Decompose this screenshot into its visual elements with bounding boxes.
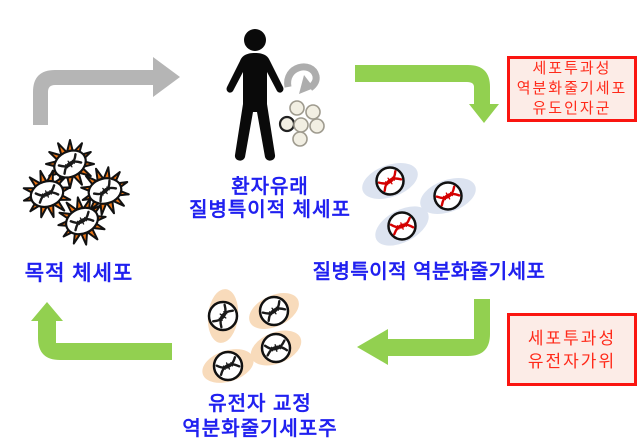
target-somatic-cells (16, 139, 134, 253)
patient-label: 환자유래 질병특이적 체세포 (168, 176, 372, 222)
ipsc-label-text: 질병특이적 역분화줄기세포 (312, 261, 546, 283)
gene-scissors-line1: 세포투과성 (527, 328, 617, 348)
ipsc-cells (362, 162, 476, 246)
target-cells-label: 목적 체세포 (3, 253, 155, 291)
person-icon (226, 29, 284, 161)
burst-cell-cores (29, 149, 123, 236)
corrected-cell-bodies (202, 289, 302, 383)
reprogramming-factors-line3: 유도인자군 (532, 100, 612, 117)
biopsy-arrow-icon (284, 63, 320, 94)
somatic-to-patient-arrow (33, 57, 180, 125)
reprogramming-factors-callout: 세포투과성 역분화줄기세포 유도인자군 (507, 56, 637, 122)
reprogramming-factors-line2: 역분화줄기세포 (516, 80, 628, 97)
patient-label-line1: 환자유래 (231, 176, 309, 198)
patient-to-ipsc-arrow (355, 65, 499, 123)
corrected-ipsc-cells (202, 289, 302, 383)
ipsc-to-corrected-arrow (357, 299, 490, 365)
gene-scissors-line2: 유전자가위 (527, 351, 617, 371)
corrected-to-target-arrow (31, 302, 172, 360)
corrected-cells-label-line1: 유전자 교정 (208, 393, 312, 415)
gene-scissors-callout: 세포투과성 유전자가위 (507, 313, 637, 386)
corrected-cells-label: 유전자 교정 역분화줄기세포주 (160, 390, 360, 444)
corrected-cells-label-line2: 역분화줄기세포주 (182, 418, 338, 440)
reprogramming-factors-line1: 세포투과성 (532, 60, 612, 77)
ipsc-label: 질병특이적 역분화줄기세포 (300, 255, 558, 284)
patient-label-line2: 질병특이적 체세포 (189, 199, 351, 221)
target-cells-label-text: 목적 체세포 (24, 262, 134, 285)
cell-cluster-icon (278, 100, 325, 147)
ipsc-cell-bodies (362, 162, 476, 246)
